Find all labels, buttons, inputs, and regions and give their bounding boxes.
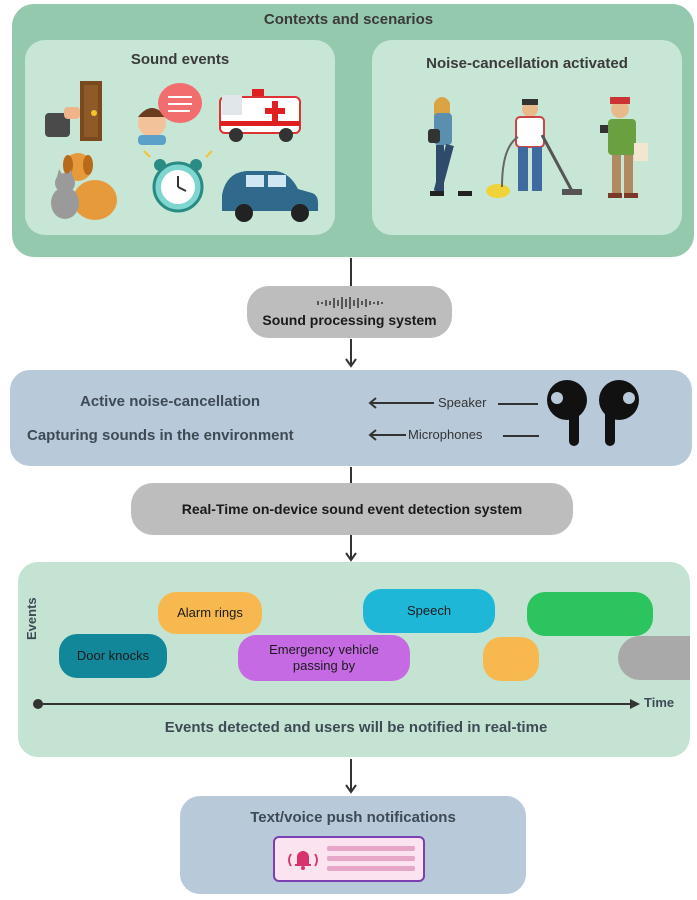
bell-ring-icon [288, 851, 318, 870]
sound-events-panel: Sound events [25, 40, 335, 235]
dog-and-cat-icon [51, 153, 117, 220]
alarm-clock-icon [143, 150, 213, 213]
detection-pill: Real-Time on-device sound event detectio… [131, 483, 573, 535]
noise-cancellation-title: Noise-cancellation activated [426, 55, 628, 72]
event-alarm-rings: Alarm rings [158, 592, 262, 634]
down-arrow-icon [345, 759, 357, 794]
event-alarm-rings-label: Alarm rings [177, 605, 243, 620]
event-unlabeled-gray [618, 636, 690, 680]
time-axis-label: Time [644, 695, 675, 710]
detection-label: Real-Time on-device sound event detectio… [181, 501, 523, 517]
notification-text-line [327, 856, 415, 861]
event-speech-label: Speech [406, 603, 452, 618]
speaker-line [498, 403, 538, 405]
notification-text-line [327, 866, 415, 871]
walking-woman-icon [428, 97, 472, 196]
notification-text-line [327, 846, 415, 851]
sound-processing-label: Sound processing system [262, 312, 437, 328]
man-with-phone-icon [600, 97, 648, 198]
event-unlabeled-orange [483, 637, 539, 681]
event-emergency-vehicle: Emergency vehicle passing by [238, 635, 410, 681]
notification-title: Text/voice push notifications [250, 809, 456, 826]
event-speech: Speech [363, 589, 495, 633]
event-door-knocks-label: Door knocks [76, 648, 150, 663]
sound-events-title: Sound events [130, 51, 230, 68]
event-emergency-vehicle-label: Emergency vehicle passing by [269, 642, 379, 673]
microphones-label: Microphones [408, 427, 483, 442]
contexts-title: Contexts and scenarios [263, 11, 434, 28]
down-arrow-icon [345, 535, 357, 562]
left-arrow-icon [368, 429, 406, 441]
door-knock-icon [45, 81, 102, 141]
sound-events-illustrations [45, 81, 318, 222]
connector-line [350, 467, 352, 485]
down-arrow-icon [345, 339, 357, 368]
left-arrow-icon [368, 397, 434, 409]
car-icon [222, 171, 318, 222]
people-illustrations [428, 97, 648, 198]
notification-card [273, 836, 425, 882]
events-axis-label: Events [24, 597, 39, 640]
anc-label: Active noise-cancellation [80, 393, 261, 410]
speaking-person-icon [138, 83, 202, 145]
vacuum-cleaner-icon [486, 99, 582, 198]
event-unlabeled-green [527, 592, 653, 636]
sound-wave-icon [316, 297, 383, 309]
earbuds-icon [547, 380, 639, 446]
timeline-caption: Events detected and users will be notifi… [164, 719, 548, 736]
event-door-knocks: Door knocks [59, 634, 167, 678]
noise-cancellation-panel: Noise-cancellation activated [372, 40, 682, 235]
capturing-label: Capturing sounds in the environment [27, 427, 294, 444]
ambulance-icon [219, 89, 301, 142]
time-axis [33, 699, 640, 709]
sound-processing-pill: Sound processing system [247, 286, 452, 338]
speaker-label: Speaker [438, 395, 487, 410]
connector-line [350, 258, 352, 288]
microphones-line [503, 435, 539, 437]
